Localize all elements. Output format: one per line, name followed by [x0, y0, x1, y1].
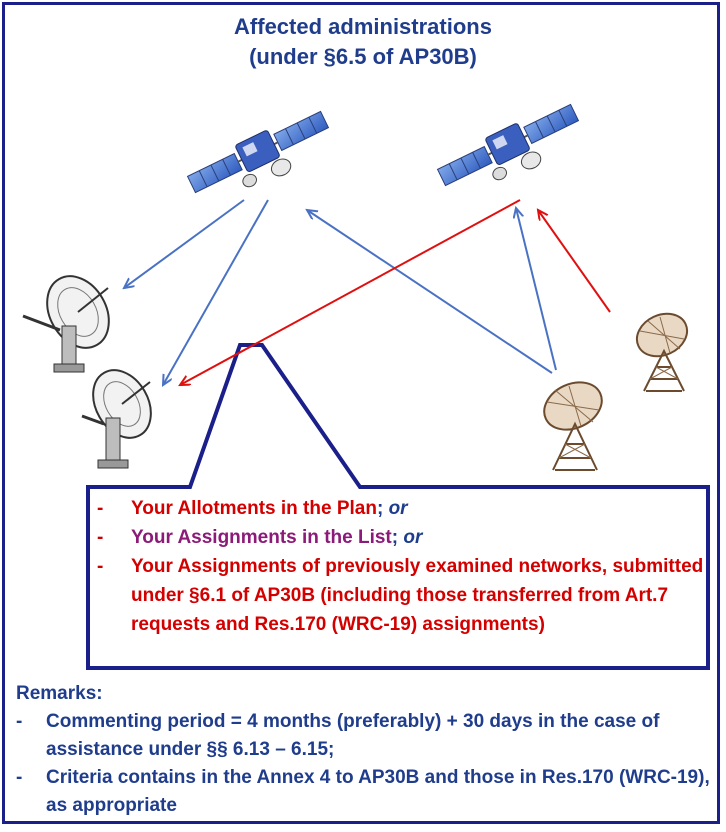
diagram-title: Affected administrations (under §6.5 of … — [0, 12, 726, 72]
remarks-item: - Commenting period = 4 months (preferab… — [16, 708, 716, 764]
callout-item: - Your Assignments of previously examine… — [97, 552, 707, 639]
callout-item-1-suffix: ; — [376, 498, 389, 519]
arrow-sat2-to-dish2 — [180, 199, 521, 385]
remarks-item-2-text: Criteria contains in the Annex 4 to AP30… — [46, 767, 710, 816]
callout-item-1-or: or — [388, 498, 408, 519]
satellite-icon — [186, 110, 330, 194]
callout-item-2-or: or — [403, 527, 423, 548]
list-dash: - — [97, 527, 104, 548]
diagram-frame — [2, 2, 720, 824]
title-line-1: Affected administrations — [234, 14, 492, 39]
list-dash: - — [97, 498, 104, 519]
list-dash: - — [97, 556, 104, 577]
callout-item-2-text: Your Assignments in the List — [131, 527, 392, 548]
arrow-group — [124, 199, 611, 385]
callout-item-2-suffix: ; — [391, 527, 404, 548]
remarks-section: Remarks: - Commenting period = 4 months … — [16, 680, 716, 820]
callout-box — [86, 343, 710, 670]
arrow-sat1-to-dish1 — [124, 199, 245, 288]
title-line-2: (under §6.5 of AP30B) — [249, 44, 477, 69]
radio-telescope-icon — [543, 381, 603, 471]
dish-antenna-icon — [81, 369, 152, 469]
list-dash: - — [16, 767, 23, 788]
callout-item-1-text: Your Allotments in the Plan — [131, 498, 377, 519]
arrow-ant1-to-sat2 — [516, 208, 557, 371]
radio-telescope-icon — [635, 312, 689, 392]
remarks-item: - Criteria contains in the Annex 4 to AP… — [16, 764, 716, 820]
arrow-ant2-to-sat2 — [538, 210, 611, 313]
callout-list: - Your Allotments in the Plan; or - Your… — [97, 494, 707, 639]
list-dash: - — [16, 711, 23, 732]
callout-item: - Your Assignments in the List; or — [97, 523, 707, 552]
satellite-icon — [436, 103, 580, 187]
callout-item-3-text: Your Assignments of previously examined … — [131, 556, 704, 635]
dish-antenna-icon — [22, 275, 110, 373]
remarks-item-1-text: Commenting period = 4 months (preferably… — [46, 711, 660, 760]
remarks-heading: Remarks: — [16, 683, 103, 704]
arrow-ant1-to-sat1 — [307, 210, 553, 374]
callout-item: - Your Allotments in the Plan; or — [97, 494, 707, 523]
arrow-sat1-to-dish2 — [163, 199, 269, 385]
